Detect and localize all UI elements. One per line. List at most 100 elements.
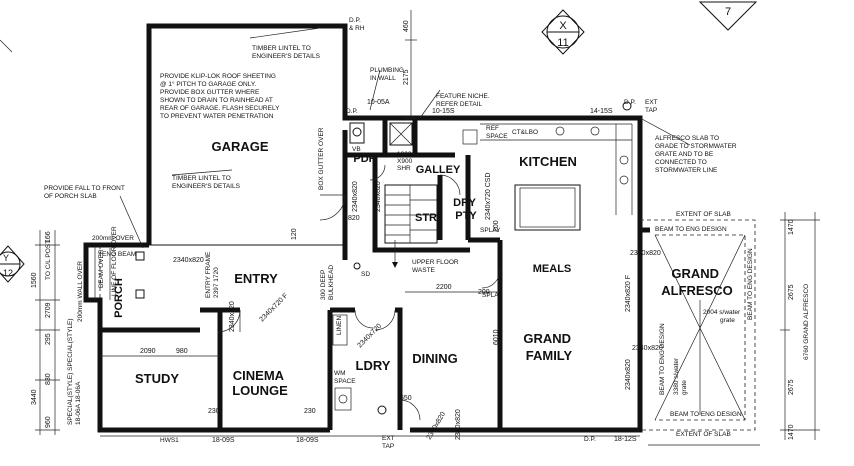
dim-2175: 2175 (403, 69, 410, 85)
dim-980: 980 (176, 348, 188, 355)
door-meals-1: 2340x820 (630, 250, 661, 257)
door-porch: 2340x820 (173, 257, 204, 264)
note-upper-floor-waste: UPPER FLOOR WASTE (412, 259, 460, 274)
room-labels: GARAGE PDR GALLEY KITCHEN STR DRY PTY EN… (113, 139, 733, 398)
dim-2709: 2709 (45, 302, 52, 318)
note-feature-niche: FEATURE NICHE. REFER DETAIL (436, 93, 492, 108)
door-meals-3: 2340x820 (632, 345, 663, 352)
alfresco-line2: ALFRESCO (661, 283, 733, 298)
note-grate-1: 2004 s/water grate (703, 309, 742, 324)
door-ldry-2: 2340x820 (426, 411, 447, 441)
note-splay-2: SPLAY (482, 292, 503, 299)
door-family: 2340x820 (625, 359, 632, 390)
cinema-line1: CINEMA (233, 368, 285, 383)
section-marker-y: Y 12 (0, 245, 25, 283)
sheet-marker: 7 (698, 1, 758, 31)
dry-pty-line1: DRY (453, 197, 476, 209)
note-box-gutter: BOX GUTTER OVER (318, 127, 325, 190)
dim-3440: 3440 (31, 389, 38, 405)
note-grate-2: 3380 s/water grate (673, 356, 688, 395)
dry-pty-line2: PTY (455, 210, 477, 222)
note-extent-slab-2: EXTENT OF SLAB (676, 431, 731, 438)
win-18-12s: 18-12S (614, 436, 637, 443)
section-x-top: X (559, 20, 567, 32)
room-meals: MEALS (533, 263, 572, 275)
dim-460: 460 (403, 20, 410, 32)
stair (384, 184, 438, 268)
shower-base (389, 122, 413, 146)
note-special-style: SPECIAL(STYLE) SPECIAL(STYLE) 18-06A 18-… (67, 317, 82, 425)
room-garage: GARAGE (211, 139, 268, 154)
dim-2200: 2200 (436, 284, 452, 291)
door-swings (217, 164, 501, 421)
room-dining: DINING (412, 351, 458, 366)
note-wm-space: WM SPACE (334, 370, 356, 385)
note-dp-1: D.P. (624, 99, 636, 106)
door-pdr: 2340x820 (375, 181, 382, 212)
note-hws: HWS1 (160, 437, 179, 444)
dim-1470-a: 1470 (788, 219, 795, 235)
dim-1470-b: 1470 (788, 424, 795, 440)
door-ldry: 2340x720 (356, 323, 383, 350)
room-entry: ENTRY (234, 271, 278, 286)
door-cinema: 2340x820 (229, 301, 236, 332)
note-beam-eng-1: BEAM TO ENG DESIGN (655, 226, 727, 233)
dimension-labels: 2090 980 2200 820 120 230 230 550 200 20… (31, 20, 795, 444)
note-pos: TO C/L POST (45, 240, 52, 280)
note-bulkhead: 300 DEEP BULKHEAD (320, 265, 335, 300)
dim-230-a: 230 (208, 408, 220, 415)
dim-550: 550 (400, 395, 412, 402)
section-x-bottom: 11 (557, 37, 568, 49)
note-dp-3: D.P. (584, 436, 596, 443)
room-galley: GALLEY (416, 164, 461, 176)
cinema-line2: LOUNGE (232, 383, 288, 398)
door-cinema-f: 2340x720 F (258, 292, 289, 323)
room-grand-alfresco: GRAND ALFRESCO (661, 266, 733, 298)
note-beam-over: BEAM OVER (98, 249, 105, 288)
ext-tap-symbol-1 (377, 405, 387, 415)
room-porch: PORCH (113, 278, 125, 318)
win-18-09s-b: 18-09S (296, 437, 319, 444)
family-line1: GRAND (523, 331, 571, 346)
note-ext-tap-1: EXT TAP (645, 99, 659, 114)
note-vb: VB (352, 146, 361, 153)
kitchen-island (514, 184, 581, 231)
room-pdr: PDR (353, 153, 376, 165)
section-y-top: Y (3, 253, 9, 263)
dimension-lines (35, 10, 820, 446)
note-plumbing: PLUMBING IN WALL (370, 67, 406, 82)
win-14-15s: 14-15S (590, 108, 613, 115)
dim-6010: 6010 (493, 329, 500, 345)
win-10-15s: 10-15S (432, 108, 455, 115)
room-str: STR (415, 212, 437, 224)
note-timber-lintel-2: TIMBER LINTEL TO ENGINEER'S DETAILS (172, 175, 241, 190)
smoke-detector (353, 262, 361, 270)
note-entry-frame: ENTRY FRAME 2397 1720 (205, 250, 220, 298)
vanity-basin (349, 122, 365, 144)
dim-2675-b: 2675 (788, 379, 795, 395)
door-dining: 2340x820 (455, 409, 462, 440)
sheet-ref: 7 (725, 6, 731, 18)
alfresco-line1: GRAND (671, 266, 719, 281)
note-dp-rh: D.P. & RH (349, 17, 365, 32)
porch-area (94, 245, 111, 300)
door-garage: 2340x820 (352, 181, 359, 212)
note-wall-over: 200mm WALL OVER (77, 261, 84, 322)
note-dp-2: D.P. (346, 108, 358, 115)
family-line2: FAMILY (526, 348, 573, 363)
note-splay-1: SPLAY (480, 227, 501, 234)
note-shr: 1200 X900 SHR (397, 151, 414, 172)
section-y-bottom: 12 (3, 268, 13, 278)
ext-tap-symbol-2 (622, 101, 632, 111)
note-ct-lbo: CT&LBO (512, 129, 538, 136)
dim-166: 166 (45, 231, 52, 243)
notes: PROVIDE KLIP-LOK ROOF SHEETING @ 1° PITC… (44, 17, 810, 450)
section-marker-x: X 11 (541, 9, 585, 55)
room-dry-pty: DRY PTY (453, 197, 479, 222)
dim-820: 820 (348, 215, 360, 222)
note-beam-eng-2: BEAM TO ENG DESIGN (670, 411, 742, 418)
dim-295: 295 (45, 333, 52, 345)
room-study: STUDY (135, 371, 179, 386)
note-beam-eng-3: BEAM TO ENG DESIGN (659, 323, 666, 395)
